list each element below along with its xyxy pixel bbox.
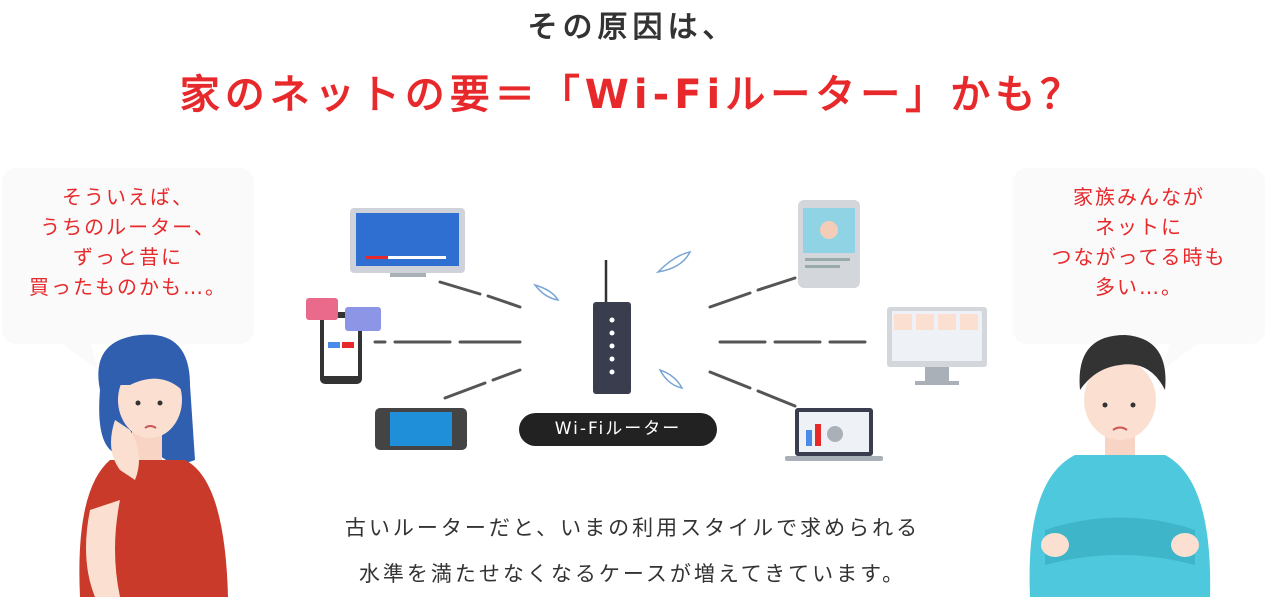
bubble-left-line: ずっと昔に bbox=[73, 245, 183, 269]
bubble-right-line: 家族みんなが bbox=[1073, 185, 1205, 209]
speech-bubble-right: 家族みんなが ネットに つながってる時も 多い…。 bbox=[1013, 168, 1265, 344]
body-text-line: 水準を満たせなくなるケースが増えてきています。 bbox=[358, 562, 907, 586]
speech-bubble-left: そういえば、 うちのルーター、 ずっと昔に 買ったものかも…。 bbox=[2, 168, 254, 344]
bubble-right-line: ネットに bbox=[1095, 215, 1183, 239]
heading-cause: その原因は、 bbox=[527, 10, 738, 45]
man-illustration bbox=[1029, 335, 1211, 597]
bubble-right-tail bbox=[1162, 342, 1200, 370]
tablet-icon bbox=[798, 200, 860, 288]
bubble-right-line: つながってる時も bbox=[1051, 245, 1227, 269]
router-label: Wi-Fiルーター bbox=[519, 413, 717, 446]
bubble-left-line: うちのルーター、 bbox=[40, 215, 216, 239]
desktop-monitor-icon bbox=[887, 307, 987, 385]
signal-marks bbox=[532, 250, 692, 390]
laptop-icon bbox=[785, 408, 883, 461]
woman-illustration bbox=[79, 334, 228, 597]
tv-icon bbox=[350, 208, 465, 277]
connection-lines-right bbox=[708, 276, 867, 408]
bubble-left-line: そういえば、 bbox=[62, 185, 194, 209]
connection-lines-left bbox=[373, 280, 522, 400]
body-text: 古いルーターだと、いまの利用スタイルで求められる 水準を満たせなくなるケースが増… bbox=[200, 505, 1065, 597]
router-icon bbox=[593, 260, 631, 394]
bubble-left-line: 買ったものかも…。 bbox=[29, 275, 227, 299]
smartphone-icon bbox=[306, 298, 381, 384]
bubble-right-line: 多い…。 bbox=[1095, 275, 1183, 299]
game-console-icon bbox=[375, 408, 467, 450]
heading-router: 家のネットの要＝「Wi-Fiルーター」かも？ bbox=[179, 72, 1086, 118]
network-diagram bbox=[306, 200, 987, 461]
body-text-line: 古いルーターだと、いまの利用スタイルで求められる bbox=[344, 516, 921, 540]
bubble-left-tail bbox=[60, 342, 98, 370]
